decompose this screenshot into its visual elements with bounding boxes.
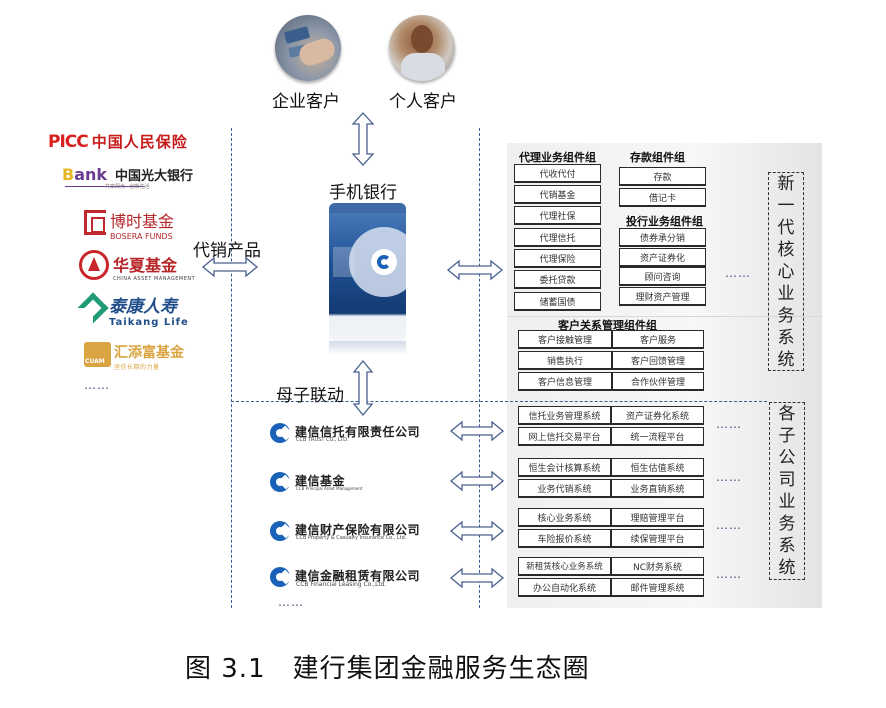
component-box: 客户接触管理 [518,330,612,349]
customer-mobile-arrow [351,112,375,166]
component-box: 储蓄国债 [514,292,601,311]
parent-child-arrow [352,359,374,417]
distribution-products-label: 代销产品 [193,241,261,261]
personal-customer-label: 个人客户 [389,92,457,112]
core-more-dots: …… [725,266,751,280]
investment-banking-group-title: 投行业务组件组 [626,215,703,228]
subsidiary-systems-label: 各子公司业务系统 [769,402,805,580]
system-box: 恒生会计核算系统 [518,458,611,477]
system-box: 新租赁核心业务系统 [518,557,611,576]
subsidiary-name: 建信信托有限责任公司 [295,425,421,439]
system-box: 办公自动化系统 [518,578,611,597]
logo-cuam: 汇添富基金 坚信长期的力量 [114,345,184,371]
core-boundary-line [479,128,480,608]
cuam-icon [84,342,111,367]
personal-customer-avatar [389,15,455,81]
subsidiary-english-name: CCB Financial Leasing Co.,Ltd. [296,581,387,588]
enterprise-customer-label: 企业客户 [272,92,340,112]
component-box: 代理信托 [514,228,601,247]
component-box: 借记卡 [619,188,706,207]
subsidiary-more-dots: …… [716,470,742,484]
system-box: 网上信托交易平台 [518,427,611,446]
chinaamc-icon [79,250,109,280]
component-box: 顾问咨询 [619,267,706,286]
component-box: 代收代付 [514,164,601,183]
figure-caption: 图 3.1 建行集团金融服务生态圈 [185,654,590,684]
subsidiary-name: 建信财产保险有限公司 [295,523,421,537]
component-box: 代理保险 [514,249,601,268]
subsidiary-arrow [449,420,505,442]
system-box: 恒生估值系统 [611,458,704,477]
component-box: 销售执行 [518,351,612,370]
system-box: 邮件管理系统 [611,578,704,597]
ceb-underline [65,186,145,187]
more-subsidiaries-ellipsis: …… [278,595,304,609]
ccb-logo-icon [270,521,290,541]
component-box: 债券承分销 [619,228,706,247]
subsidiary-arrow [449,567,505,589]
system-box: 业务代销系统 [518,479,611,498]
mobile-banking-label: 手机银行 [329,183,397,203]
subsidiary-more-dots: …… [716,567,742,581]
ccb-logo-icon [377,255,391,269]
group-boundary-line [231,401,767,402]
logo-taikang: 泰康人寿 Taikang Life [109,297,189,328]
subsidiary-english-name: CCB Principal Asset Management [296,486,363,491]
logo-chinaamc: 华夏基金 CHINA ASSET MANAGEMENT [113,256,196,282]
panel-divider [507,316,822,317]
deposit-group-title: 存款组件组 [630,151,685,164]
subsidiary-more-dots: …… [716,417,742,431]
subsidiary-arrow [449,470,505,492]
system-box: 资产证券化系统 [611,406,704,425]
system-box: NC财务系统 [611,557,704,576]
subsidiary-name: 建信基金 [295,474,346,488]
logo-bosera: 博时基金 BOSERA FUNDS [110,212,175,241]
component-box: 客户回馈管理 [612,351,704,370]
ccb-logo-icon [270,472,290,492]
system-box: 业务直销系统 [611,479,704,498]
system-box: 核心业务系统 [518,508,611,527]
new-gen-core-system-label: 新一代核心业务系统 [768,172,804,371]
component-box: 代理社保 [514,206,601,225]
subsidiary-arrow [449,520,505,542]
phone-reflection [329,341,406,355]
enterprise-customer-avatar [275,15,341,81]
subsidiary-english-name: CCB Property & Casualty Insurance Co., L… [296,535,407,541]
system-box: 理赔管理平台 [611,508,704,527]
component-box: 客户服务 [612,330,704,349]
system-box: 统一流程平台 [611,427,704,446]
subsidiary-name: 建信金融租赁有限公司 [295,569,421,583]
component-box: 客户信息管理 [518,372,612,391]
component-box: 资产证券化 [619,248,706,267]
subsidiary-more-dots: …… [716,518,742,532]
mobile-banking-phone-screenshot [329,203,406,341]
agency-group-title: 代理业务组件组 [519,151,596,164]
ccb-logo-icon [270,567,290,587]
system-box: 车险报价系统 [518,529,611,548]
system-box: 续保管理平台 [611,529,704,548]
taikang-icon [77,292,109,324]
bosera-icon [84,210,106,235]
mobile-core-arrow [446,259,504,281]
more-partners-ellipsis: …… [84,378,110,392]
ceb-tagline: 共享阳光 · 创新生活 [105,184,150,190]
crm-group-title: 客户关系管理组件组 [558,319,657,332]
distribution-arrow [201,256,259,278]
system-box: 信托业务管理系统 [518,406,611,425]
component-box: 存款 [619,167,706,186]
ccb-logo-icon [270,423,290,443]
component-box: 委托贷款 [514,270,601,289]
component-box: 代销基金 [514,185,601,204]
parent-child-linkage-label: 母子联动 [276,386,344,406]
subsidiary-english-name: CCB TRUST CO., LTD. [296,437,349,443]
component-box: 理财资产管理 [619,287,706,306]
partners-boundary-line [231,128,232,608]
component-box: 合作伙伴管理 [612,372,704,391]
